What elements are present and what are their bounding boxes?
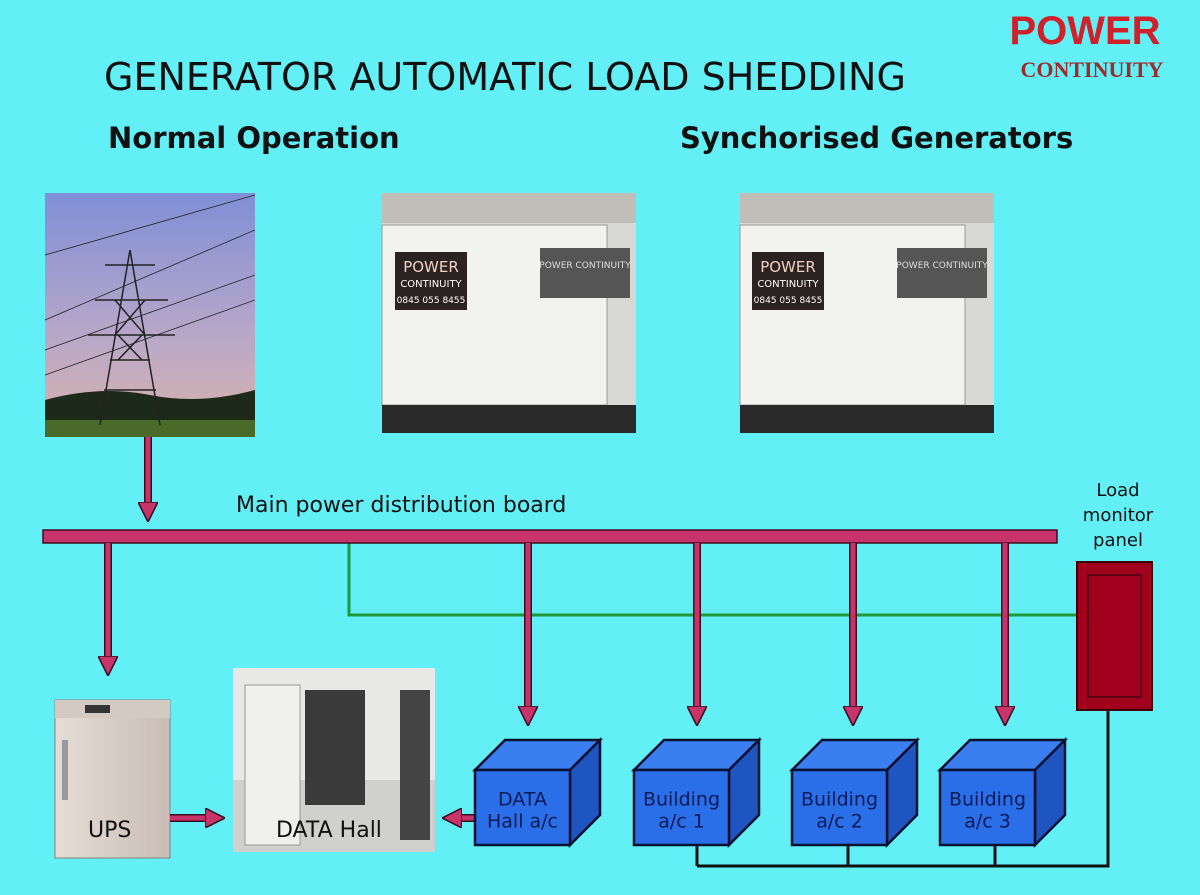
- svg-text:0845 055 8455: 0845 055 8455: [754, 296, 823, 306]
- ups-label: UPS: [88, 818, 131, 843]
- normal-operation-heading: Normal Operation: [108, 121, 400, 155]
- load-box-label: Building: [643, 789, 720, 811]
- distribution-board-label: Main power distribution board: [236, 493, 566, 518]
- svg-text:CONTINUITY: CONTINUITY: [757, 279, 819, 290]
- svg-text:CONTINUITY: CONTINUITY: [400, 279, 462, 290]
- generator-photo-2: POWER CONTINUITY 0845 055 8455 POWER CON…: [739, 193, 994, 433]
- generator-photo-1: POWER CONTINUITY 0845 055 8455 POWER CON…: [381, 193, 636, 433]
- svg-text:Load: Load: [1096, 480, 1139, 501]
- svg-text:POWER: POWER: [403, 258, 459, 276]
- load-box-label: a/c 3: [964, 811, 1011, 833]
- load-monitor-panel: [1076, 561, 1153, 711]
- feeder-arrows: [108, 543, 1005, 716]
- svg-text:0845 055 8455: 0845 055 8455: [397, 296, 466, 306]
- load-box-label: Building: [949, 789, 1026, 811]
- load-box-label: Hall a/c: [487, 811, 558, 833]
- load-box-label: a/c 1: [658, 811, 705, 833]
- svg-text:POWER: POWER: [1009, 9, 1160, 53]
- shedding-control-line: [697, 710, 1110, 868]
- power-continuity-logo: POWER CONTINUITY: [1009, 9, 1163, 82]
- svg-text:panel: panel: [1093, 530, 1143, 551]
- svg-text:POWER CONTINUITY: POWER CONTINUITY: [539, 261, 631, 271]
- load-box-label: a/c 2: [816, 811, 863, 833]
- svg-text:POWER CONTINUITY: POWER CONTINUITY: [896, 261, 988, 271]
- ups-unit: UPS: [54, 699, 171, 859]
- shedding-control-stubs: [695, 845, 997, 866]
- synchronised-generators-heading: Synchorised Generators: [680, 121, 1073, 155]
- pylon-photo: [44, 193, 256, 437]
- load-monitor-label: Load monitor panel: [1083, 480, 1154, 551]
- data-hall-label: DATA Hall: [276, 818, 382, 843]
- main-bus-bar: [42, 529, 1058, 544]
- load-box-label: DATA: [498, 789, 547, 811]
- control-signal-line: [347, 543, 1078, 617]
- load-box-label: Building: [801, 789, 878, 811]
- svg-text:CONTINUITY: CONTINUITY: [1020, 57, 1163, 82]
- svg-text:POWER: POWER: [760, 258, 816, 276]
- data-hall: DATA Hall: [233, 668, 435, 852]
- svg-text:monitor: monitor: [1083, 505, 1154, 526]
- diagram-title: GENERATOR AUTOMATIC LOAD SHEDDING: [104, 55, 906, 99]
